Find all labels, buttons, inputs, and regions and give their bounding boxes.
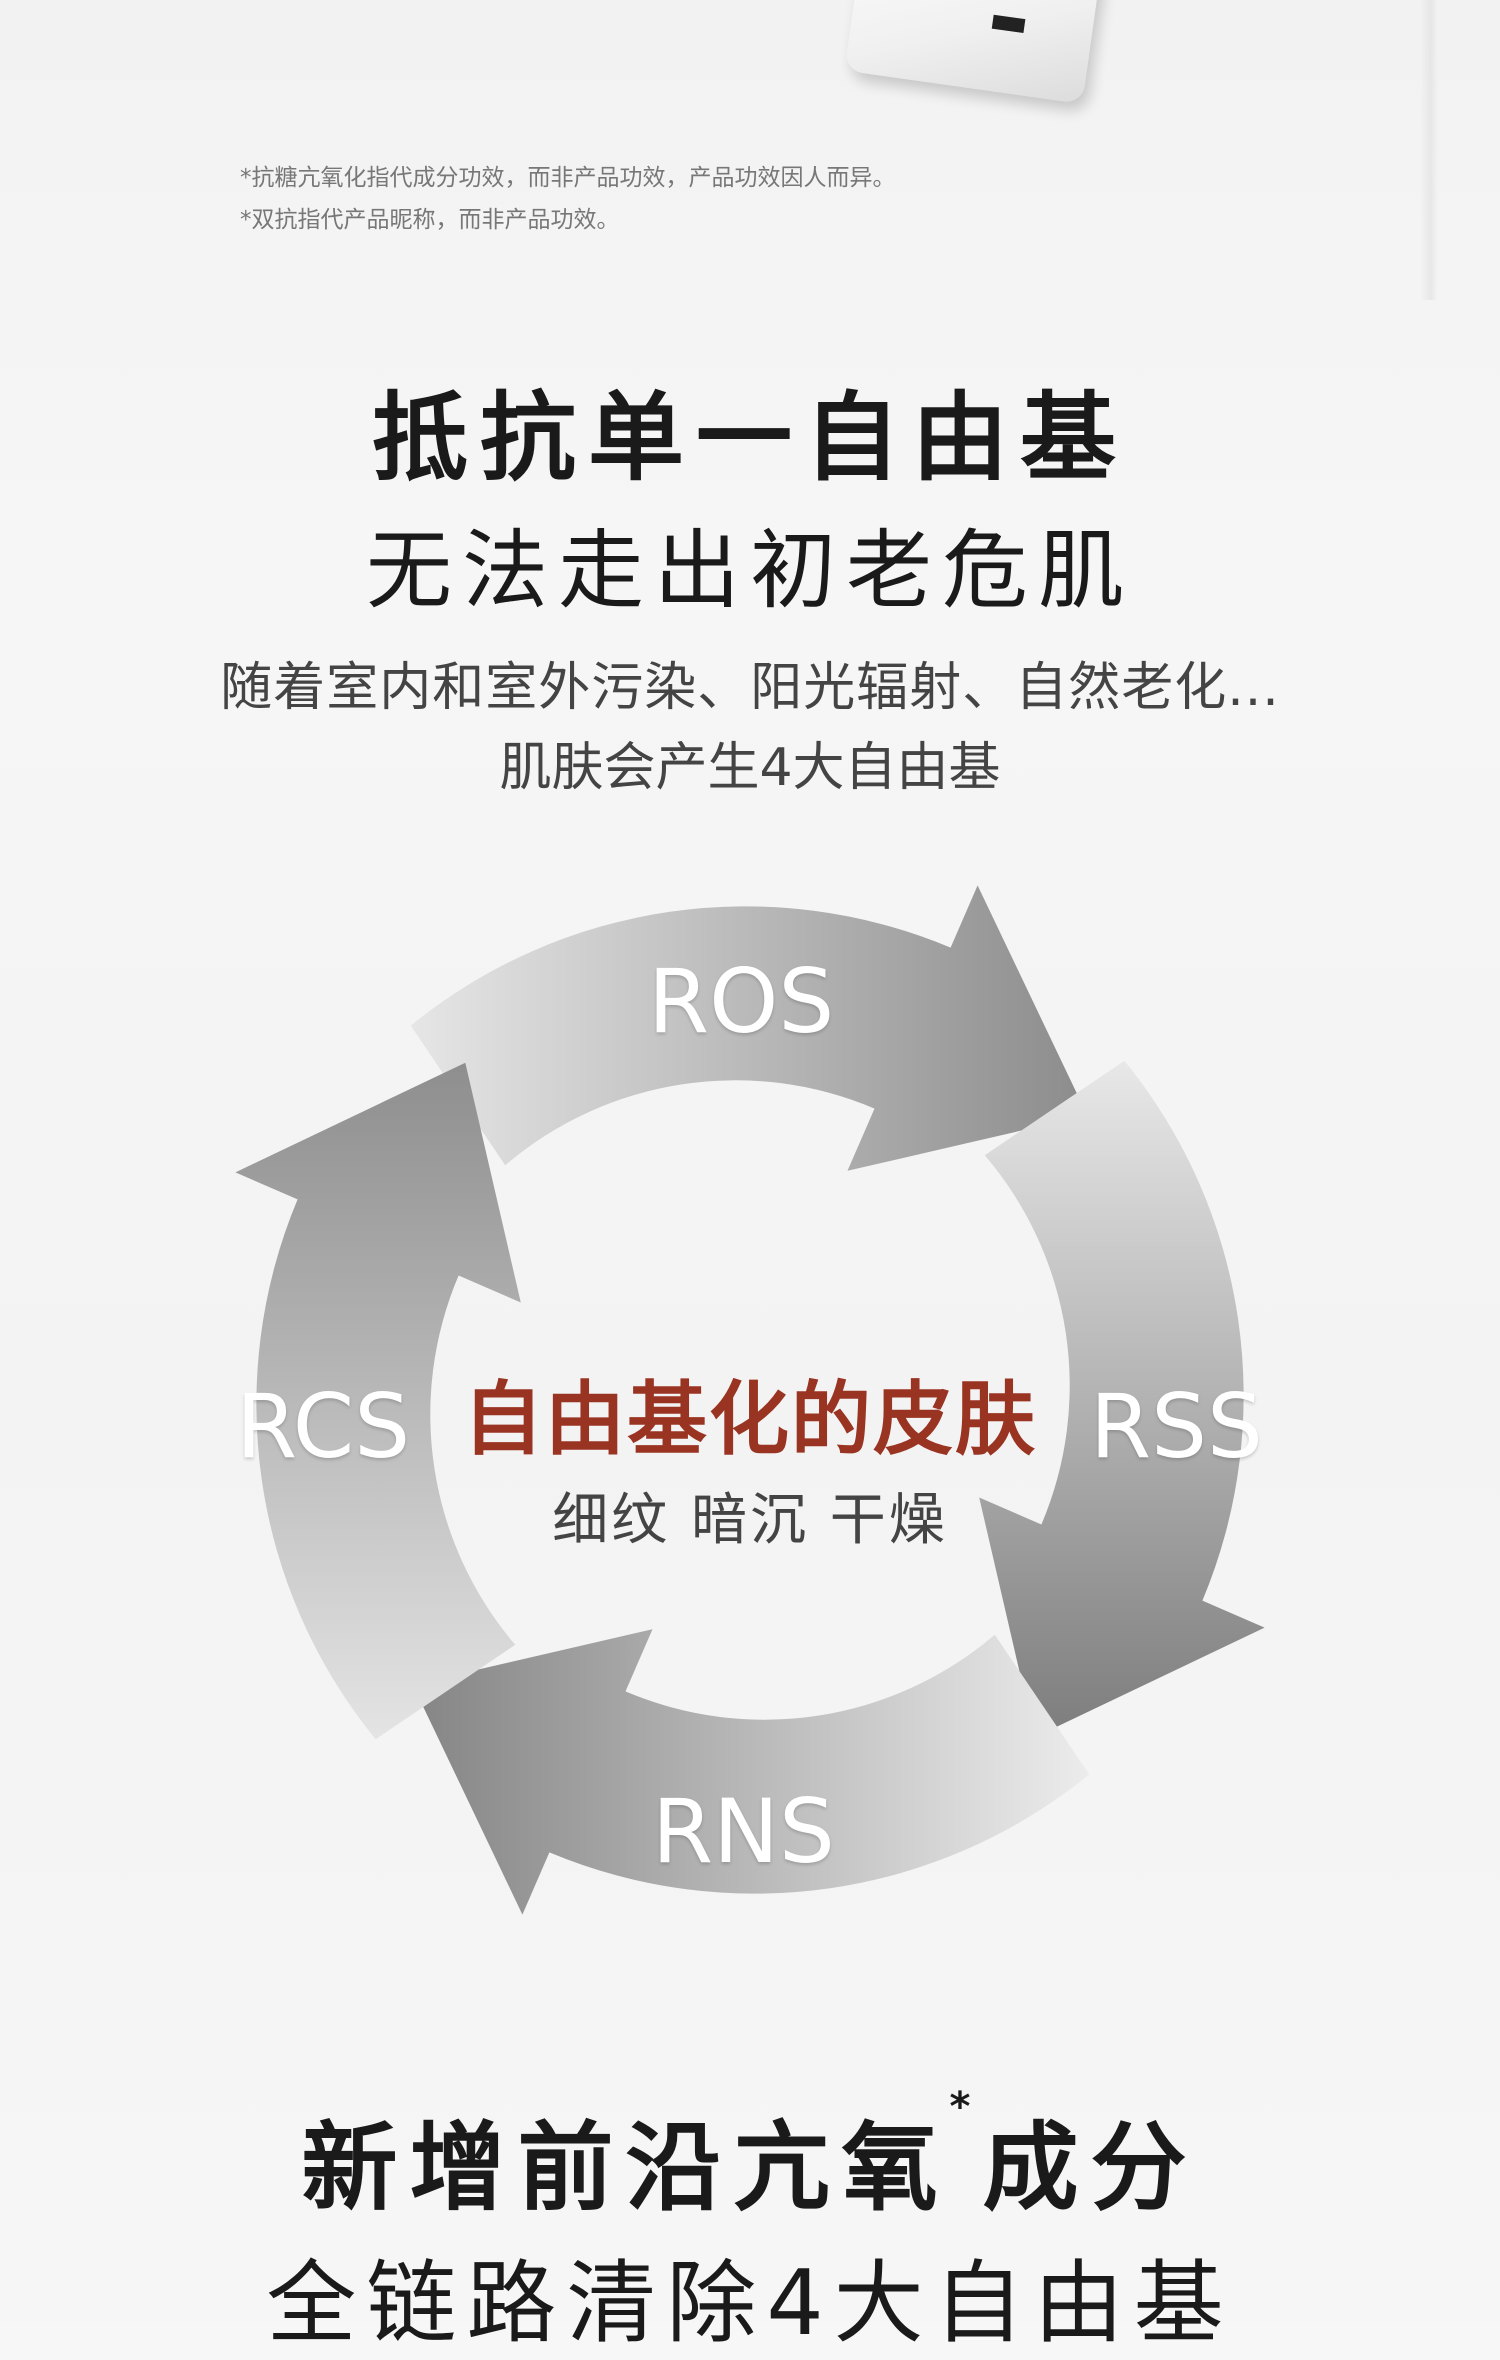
arrow-bottom-rns bbox=[412, 1629, 1090, 1915]
center-subtitle: 细纹 暗沉 干燥 bbox=[552, 1488, 948, 1553]
arrow-right-rss bbox=[979, 1060, 1265, 1738]
center-title: 自由基化的皮肤 bbox=[463, 1373, 1037, 1466]
box-label-mark bbox=[991, 14, 1026, 34]
section2-title: 新增前沿亢氧*成分 bbox=[0, 2084, 1500, 2229]
decorative-edge bbox=[1420, 0, 1438, 300]
section2-title-main: 新增前沿亢氧 bbox=[301, 2112, 950, 2224]
section1-body-line1: 随着室内和室外污染、阳光辐射、自然老化... bbox=[220, 658, 1280, 718]
label-ros: ROS bbox=[648, 950, 835, 1053]
section2-subtitle: 全链路清除4大自由基 bbox=[266, 2251, 1234, 2356]
label-rns: RNS bbox=[652, 1780, 835, 1883]
label-rcs: RCS bbox=[236, 1375, 411, 1478]
footnote-1: *抗糖亢氧化指代成分功效，而非产品功效，产品功效因人而异。 bbox=[240, 165, 896, 191]
section2-title-end: 成分 bbox=[982, 2112, 1199, 2224]
section2-title-mark: * bbox=[949, 2084, 983, 2130]
section1-subtitle: 无法走出初老危肌 bbox=[366, 521, 1134, 621]
section1-body-line2: 肌肤会产生4大自由基 bbox=[499, 738, 1001, 798]
arrow-left-rcs bbox=[235, 1062, 521, 1740]
arrow-top-ros bbox=[410, 885, 1088, 1171]
footnote-2: *双抗指代产品昵称，而非产品功效。 bbox=[240, 207, 620, 233]
section1-title: 抵抗单一自由基 bbox=[372, 382, 1128, 494]
free-radical-cycle-diagram bbox=[235, 885, 1265, 1915]
label-rss: RSS bbox=[1090, 1375, 1263, 1478]
